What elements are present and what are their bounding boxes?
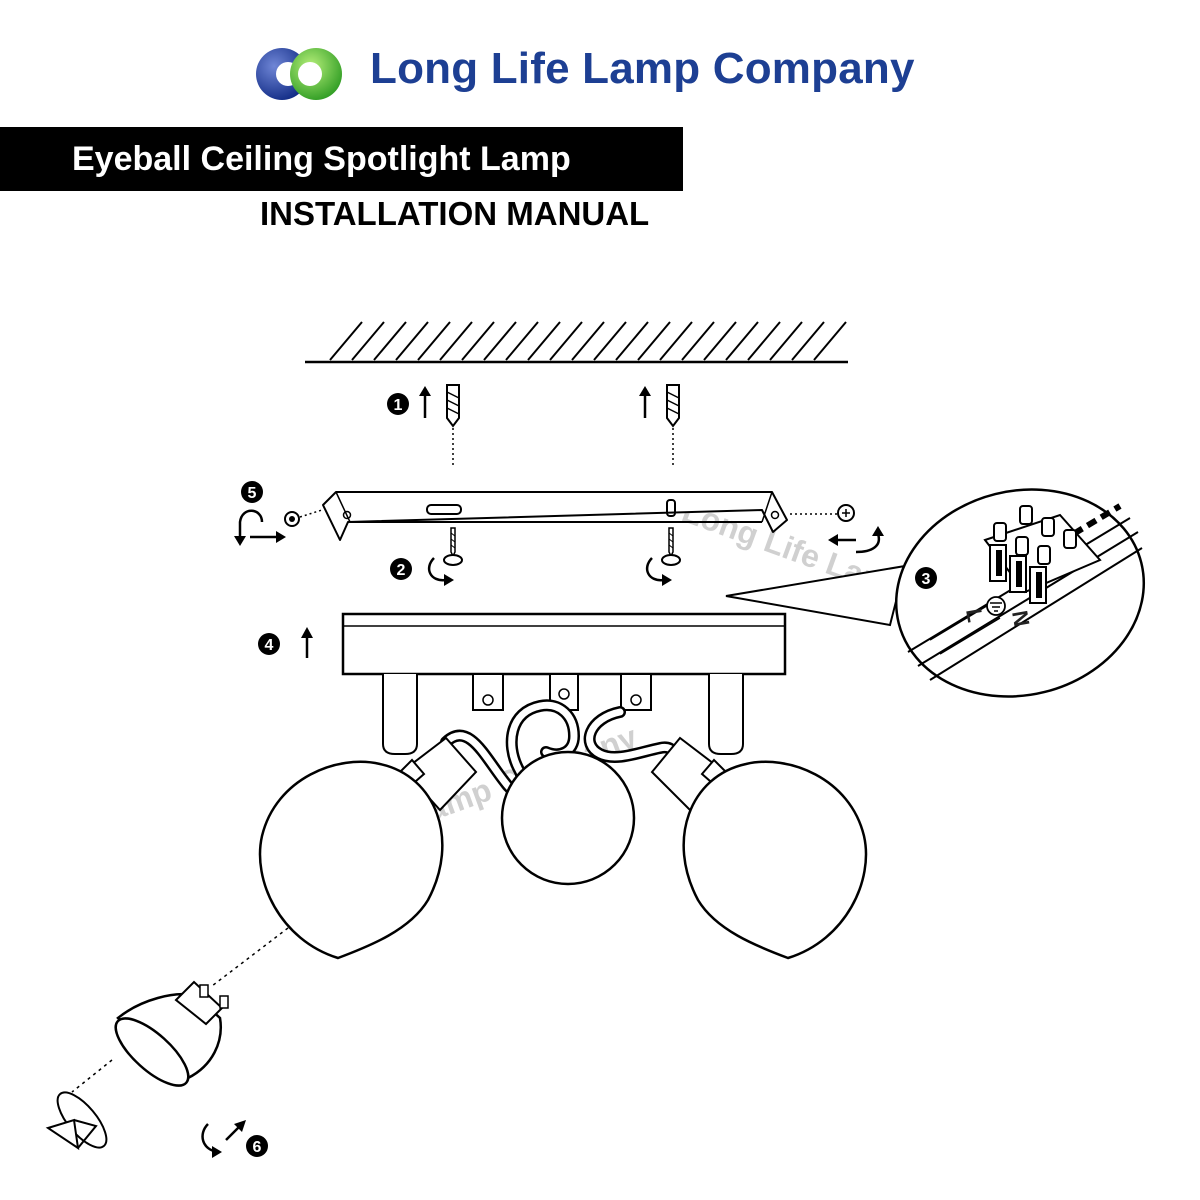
step-6-badge: 6 [246,1135,268,1157]
globe-right [682,760,868,960]
cap-nut-right [790,504,855,522]
step-4-badge: 4 [258,633,280,655]
step-2-badge: 2 [390,558,412,580]
rotate-arrow-icon [234,509,286,546]
wall-plug-right [666,384,680,466]
ceiling-hatch [329,321,847,361]
svg-text:4: 4 [265,637,274,654]
rotate-arrow-icon [427,557,454,586]
canopy-base [341,612,787,676]
page-header: Long Life Lamp Company [0,0,1200,130]
cap-nut-left [284,509,323,527]
retaining-clip [45,1091,108,1151]
ceiling [305,321,848,364]
up-arrow-icon [419,386,431,418]
wall-plug-left [446,384,460,466]
company-logo-icon [256,48,342,100]
svg-text:1: 1 [394,397,403,414]
svg-text:6: 6 [253,1139,262,1156]
terminal-label-live: L [961,607,988,625]
svg-text:5: 5 [248,485,257,502]
rotate-arrow-icon [645,557,672,586]
globe-center [500,750,636,886]
svg-text:3: 3 [922,571,931,588]
step-3-badge: 3 [915,567,937,589]
rotate-arrow-icon [201,1120,246,1158]
globe-left [258,760,444,960]
screw-left [443,527,463,566]
title-bar [0,127,683,191]
terminal-block-callout: L N [725,488,1146,698]
mounting-bracket [322,491,788,541]
gu10-bulb [114,980,229,1087]
product-title: Eyeball Ceiling Spotlight Lamp [72,140,571,178]
screw-right [661,527,681,566]
bulb-guide-line [71,927,289,1093]
svg-text:2: 2 [397,562,406,579]
terminal-label-neutral: N [1007,609,1034,629]
manual-title: INSTALLATION MANUAL [260,195,650,232]
step-1-badge: 1 [387,393,409,415]
up-arrow-icon [639,386,651,418]
up-arrow-icon [301,627,313,658]
terminal-block [983,505,1102,604]
rotate-arrow-icon [828,526,884,554]
step-5-badge: 5 [241,481,263,503]
lamp-posts [382,673,744,755]
earth-symbol-icon [986,596,1006,616]
company-name: Long Life Lamp Company [370,44,915,93]
